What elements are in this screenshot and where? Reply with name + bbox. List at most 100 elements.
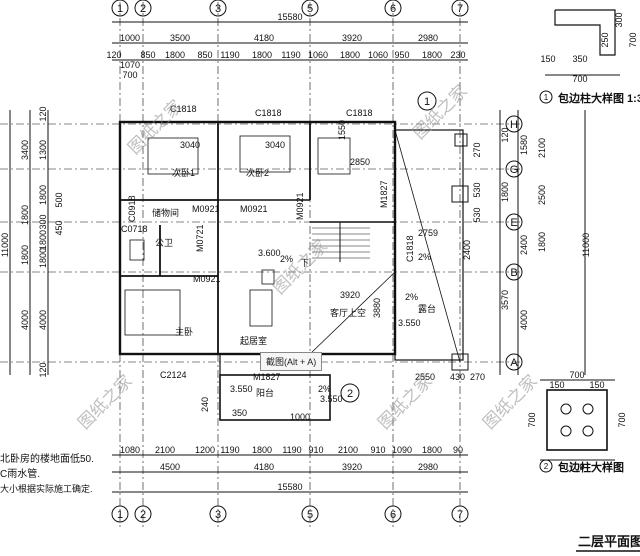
master-bed [124,289,181,336]
misc-dim-2400: 2400 [462,240,472,260]
note-3: 大小根据实际施工确定. [0,483,93,494]
dim-bottom-total: 15580 [277,482,302,492]
axis-bubble-bottom-6 [384,505,402,523]
axis-label-bottom-2: 2 [140,509,146,521]
detail2-title-bubble [539,459,553,473]
axis-bubble-right-E [505,213,523,231]
dim-bottom-r1-7: 2100 [338,445,358,455]
opening-c2124: C2124 [160,370,187,380]
room-living-room: 起居室 [240,335,267,346]
dim-left-r2-1: 1300 [38,140,48,160]
opening-c0718: C0718 [121,224,148,234]
elevation-3600: 3.600 [258,248,281,258]
dim-right-r1-1: 2100 [537,138,547,158]
dim-right-small-0: 270 [472,142,482,157]
dim-left-small-0: 500 [54,192,64,207]
detail1-dim-1: 350 [572,54,587,64]
detail2-dim-top: 700 [569,370,584,380]
dim-right-outer: 11000 [581,233,591,257]
sofa [249,289,273,327]
dim-right-r2-0: 120 [500,127,510,142]
dim-bottom-r2-1: 4180 [254,462,274,472]
axis-bubble-right-A [505,353,523,371]
dim-bottom-r1-10: 1800 [422,445,442,455]
detail2-rebar-2 [582,403,594,415]
dim-bottom-r1-1: 2100 [155,445,175,455]
detail-callout-label-2: 2 [347,388,353,400]
axis-bubble-bottom-3 [209,505,227,523]
void-diagonal-1 [394,129,461,363]
opening-c1818-c: C1818 [346,108,373,118]
axis-bubble-top-3 [209,0,227,17]
bed-room3 [317,137,351,175]
misc-dim-3040-b: 3040 [180,140,200,150]
slope-4: 2% [318,384,331,394]
axis-bubble-top-1 [111,0,129,17]
axis-bubble-bottom-7 [451,505,469,523]
detail1-title-bubble [539,90,553,104]
dim-bottom-r2-0: 4500 [160,462,180,472]
axis-bubble-bottom-5 [301,505,319,523]
detail2-column-section [546,389,608,451]
detail-callout-label-1: 1 [424,96,430,108]
axis-label-top-1: 1 [117,3,123,15]
detail1-dim-2: 700 [572,74,587,84]
dim-top-2: 3500 [170,33,190,43]
axis-label-right-E: E [510,217,517,229]
detail1-column-section [554,9,616,56]
misc-dim-2850: 2850 [350,157,370,167]
opening-m0921-b: M0921 [240,204,268,214]
dim-bottom-r1-4: 1800 [252,445,272,455]
axis-bubble-top-7 [451,0,469,17]
opening-c1818-d: C1818 [405,235,415,262]
dim-bottom-r2-2: 3920 [342,462,362,472]
dim-top-r2-8: 1800 [340,50,360,60]
dim-right-r1-2: 2500 [537,185,547,205]
axis-label-top-6: 6 [390,3,396,15]
misc-dim-430: 430 [450,372,465,382]
dim-top-r2-9: 1060 [368,50,388,60]
terrace-outline [394,129,464,361]
detail2-dim-right: 700 [617,412,627,427]
dim-right-small-1: 530 [472,182,482,197]
detail2-title: 包边柱大样图 [557,460,624,474]
axis-label-right-G: G [510,164,519,176]
detail1-dim-6: 700 [628,32,638,47]
stair-treads [312,227,370,259]
column-hatched [451,185,469,203]
axis-bubble-right-G [505,160,523,178]
elevation-3550-a: 3.550 [230,384,253,394]
void-diagonal-2 [309,271,396,355]
column-detail-marker-2 [451,353,469,371]
misc-dim-3880: 3880 [372,298,382,318]
misc-dim-350: 350 [232,408,247,418]
misc-dim-1550: 1550 [337,120,347,140]
axis-bubble-right-H [505,115,523,133]
bed-bedroom1 [147,137,199,175]
screenshot-tooltip: 截图(Alt + A) [260,352,323,371]
axis-label-bottom-3: 3 [215,509,221,521]
opening-m0921-d: M0921 [193,274,221,284]
misc-dim-2759: 2759 [418,228,438,238]
room-master-bedroom: 主卧 [175,326,193,337]
axis-label-top-3: 3 [215,3,221,15]
room-living-void: 客厅上空 [330,307,366,318]
dim-bottom-r1-6: 910 [308,445,323,455]
detail2-dim-a: 150 [549,380,564,390]
dim-bottom-r1-5: 1190 [282,445,301,455]
room-public-bath: 公卫 [155,238,173,248]
dim-top-r2-12: 230 [450,50,465,60]
dim-top-extra-1: 700 [122,70,137,80]
opening-c1818-a: C1818 [170,104,197,114]
dim-top-3: 4180 [254,33,274,43]
dim-left-r1-1: 1800 [20,205,30,225]
detail-callout-1 [417,91,437,111]
axis-label-right-H: H [510,119,518,131]
dim-bottom-r1-0: 1080 [120,445,140,455]
detail2-rebar-3 [560,425,572,437]
dim-right-r1-0: 1580 [519,135,529,155]
detail2-title-num: 2 [544,462,549,471]
watermark-5: 图纸之家 [374,371,436,433]
axis-label-top-5: 5 [307,3,313,15]
